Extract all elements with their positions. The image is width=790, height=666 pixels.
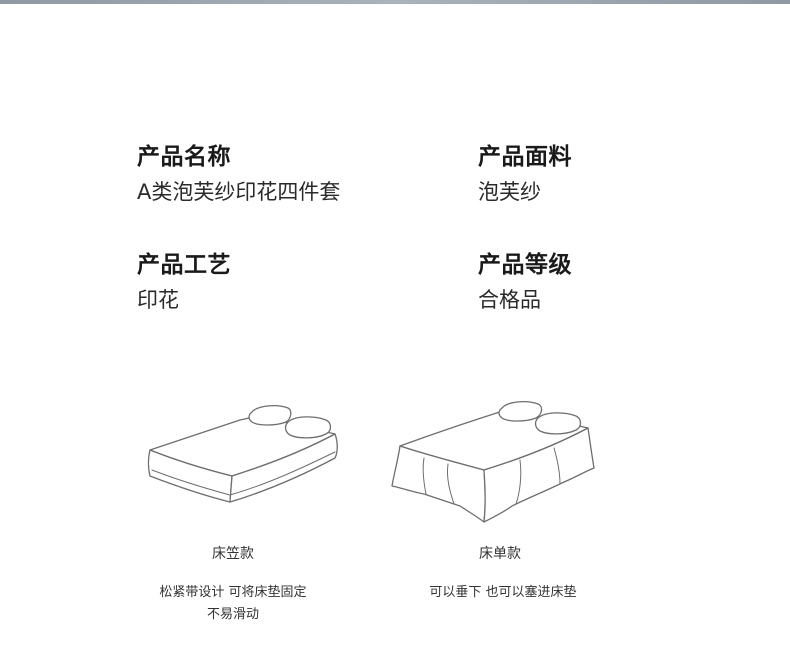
spec-product-craft: 产品工艺 印花 [137,250,231,314]
spec-value: A类泡芙纱印花四件套 [137,180,341,204]
spec-label: 产品面料 [478,144,572,170]
fitted-sheet-bed-illustration [140,398,350,518]
spec-label: 产品等级 [478,252,572,278]
spec-value: 合格品 [478,288,541,312]
spec-value: 泡芙纱 [478,180,541,204]
flat-sheet-description: 可以垂下 也可以塞进床垫 [429,585,577,600]
flat-sheet-bed-illustration [388,398,598,528]
spec-product-name: 产品名称 A类泡芙纱印花四件套 [137,142,340,206]
fitted-sheet-description: 松紧带设计 可将床垫固定 不易滑动 [140,582,326,626]
spec-label: 产品工艺 [137,252,231,278]
spec-label: 产品名称 [137,144,231,170]
top-border [0,0,790,4]
fitted-sheet-title: 床笠款 [212,546,254,562]
spec-value: 印花 [137,288,179,312]
flat-sheet-title: 床单款 [479,546,521,562]
fitted-sheet-description-line1: 松紧带设计 可将床垫固定 [159,585,307,600]
spec-product-grade: 产品等级 合格品 [478,250,572,314]
spec-product-fabric: 产品面料 泡芙纱 [478,142,572,206]
fitted-sheet-description-line2: 不易滑动 [206,607,259,622]
